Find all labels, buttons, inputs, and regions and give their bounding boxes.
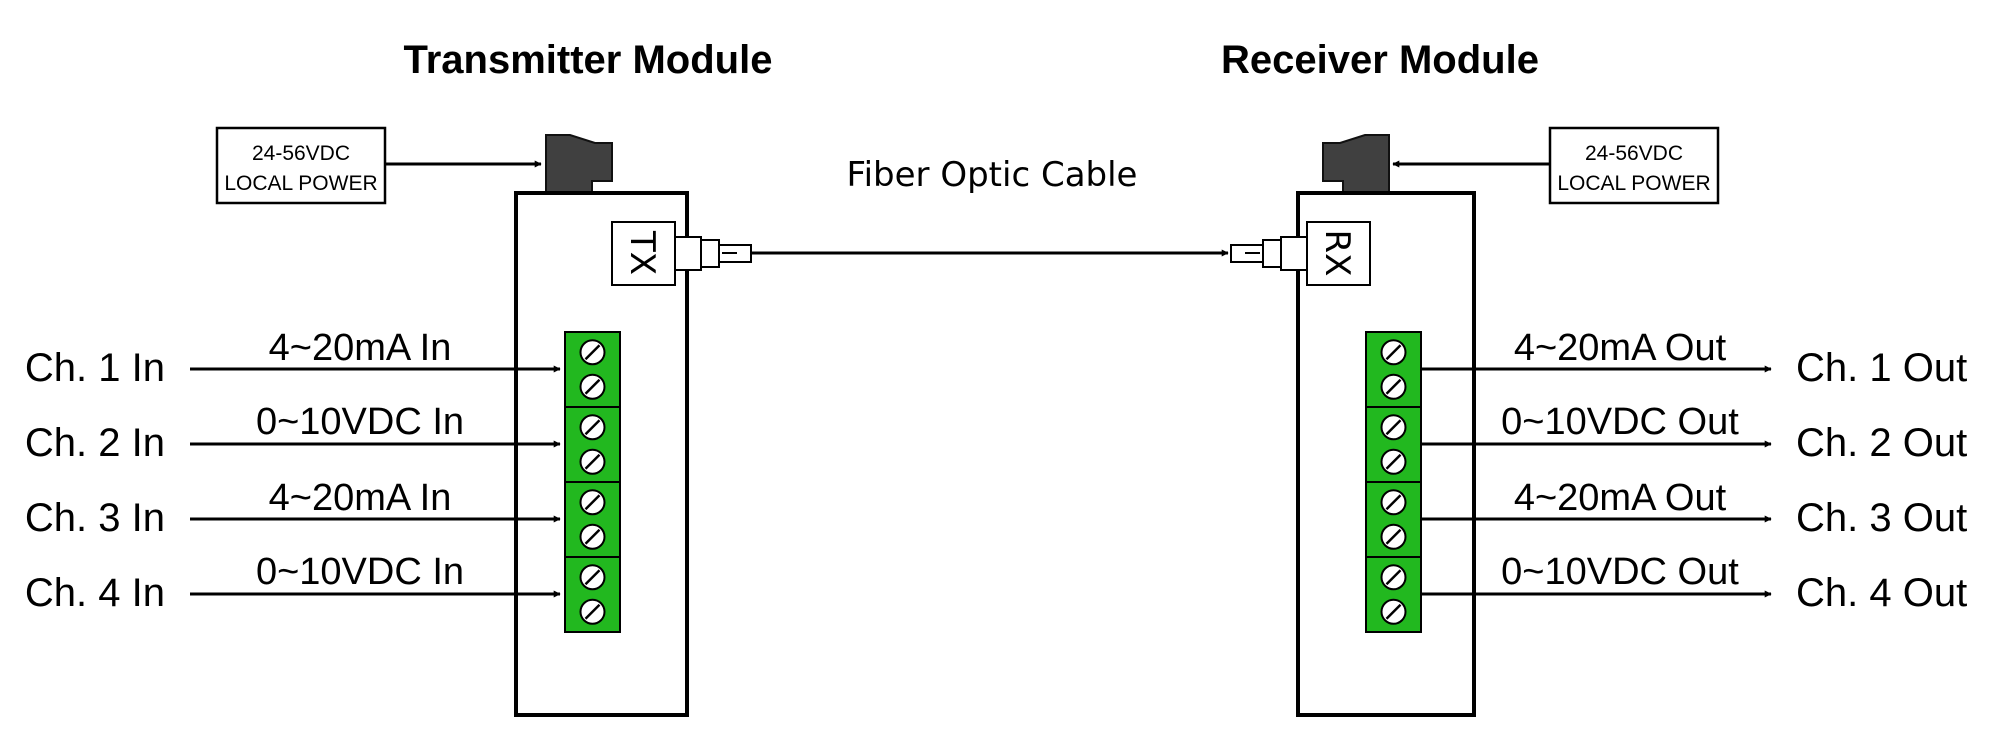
screw-icon [1380,339,1407,366]
tx-channel-2: Ch. 2 In 0~10VDC In [25,401,561,465]
rx-signal-label: 0~10VDC Out [1501,401,1739,443]
screw-icon [579,414,606,441]
tx-channel-label: Ch. 3 In [25,496,165,540]
rx-channel-label: Ch. 4 Out [1796,571,1967,615]
tx-signal-label: 0~10VDC In [256,401,464,443]
rx-channel-3: 4~20mA Out Ch. 3 Out [1421,477,1967,540]
screw-icon [579,489,606,516]
receiver-module: 24-56VDC LOCAL POWER RX [1230,126,1720,717]
rx-fiber-connector-icon [1230,236,1308,271]
screw-icon [1380,489,1407,516]
tx-channel-1: Ch. 1 In 4~20mA In [25,327,561,390]
rx-signal-label: 4~20mA Out [1514,327,1727,369]
receiver-power-voltage: 24-56VDC [1585,142,1683,165]
rx-port-label: RX [1317,230,1357,277]
fiber-cable-label: Fiber Optic Cable [847,155,1138,195]
screw-icon [1380,448,1407,475]
transmitter-power-box: 24-56VDC LOCAL POWER [215,126,387,205]
tx-channel-3: Ch. 3 In 4~20mA In [25,477,561,540]
screw-icon [579,523,606,550]
screw-icon [579,373,606,400]
rx-channel-4: 0~10VDC Out Ch. 4 Out [1421,551,1967,615]
tx-signal-label: 4~20mA In [269,477,452,519]
rx-channel-2: 0~10VDC Out Ch. 2 Out [1421,401,1967,465]
rx-signal-label: 0~10VDC Out [1501,551,1739,593]
receiver-power-box: 24-56VDC LOCAL POWER [1548,126,1720,205]
receiver-power-plug-icon [1322,134,1390,193]
receiver-channels: 4~20mA Out Ch. 1 Out 0~10VDC Out Ch. 2 O… [1421,327,1967,615]
screw-icon [1380,598,1407,625]
transmitter-channels: Ch. 1 In 4~20mA In Ch. 2 In 0~10VDC In C… [25,327,561,615]
receiver-terminal-block [1365,331,1422,633]
screw-icon [579,448,606,475]
screw-icon [579,564,606,591]
transmitter-power-voltage: 24-56VDC [252,142,350,165]
rx-channel-1: 4~20mA Out Ch. 1 Out [1421,327,1967,390]
tx-fiber-connector-icon [674,236,752,271]
tx-channel-label: Ch. 2 In [25,421,165,465]
tx-port: TX [611,221,676,286]
tx-channel-label: Ch. 1 In [25,346,165,390]
screw-icon [579,598,606,625]
rx-signal-label: 4~20mA Out [1514,477,1727,519]
screw-icon [1380,564,1407,591]
receiver-title: Receiver Module [1221,38,1539,82]
rx-channel-label: Ch. 1 Out [1796,346,1967,390]
screw-icon [1380,523,1407,550]
screw-icon [1380,414,1407,441]
tx-channel-4: Ch. 4 In 0~10VDC In [25,551,561,615]
transmitter-power-source: LOCAL POWER [224,172,377,195]
screw-icon [1380,373,1407,400]
tx-signal-label: 0~10VDC In [256,551,464,593]
tx-signal-label: 4~20mA In [269,327,452,369]
tx-channel-label: Ch. 4 In [25,571,165,615]
rx-port: RX [1306,221,1371,286]
transmitter-power-plug-icon [545,134,613,193]
rx-channel-label: Ch. 3 Out [1796,496,1967,540]
transmitter-module: 24-56VDC LOCAL POWER TX [215,126,752,717]
rx-channel-label: Ch. 2 Out [1796,421,1967,465]
tx-port-label: TX [622,230,662,275]
screw-icon [579,339,606,366]
receiver-power-source: LOCAL POWER [1557,172,1710,195]
transmitter-terminal-block [564,331,621,633]
transmitter-title: Transmitter Module [404,38,773,82]
